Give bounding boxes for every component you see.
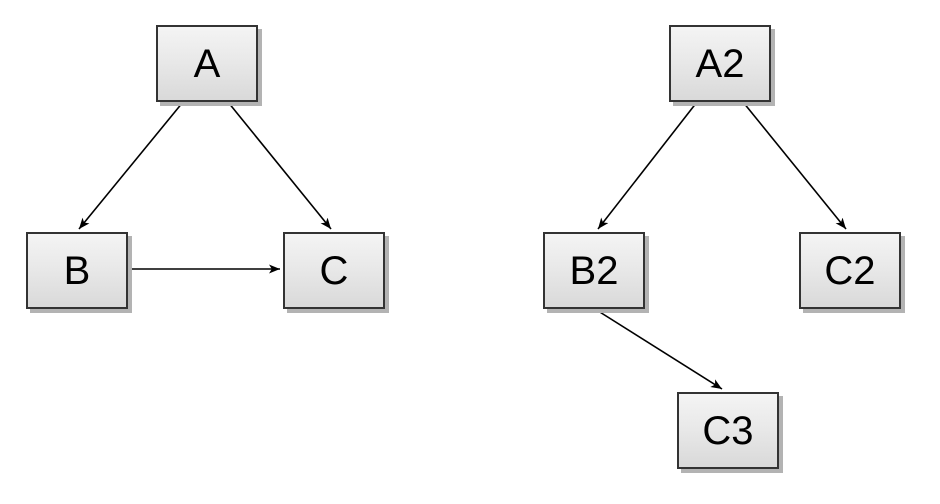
node-b[interactable]: B — [26, 232, 128, 309]
node-b2-label: B2 — [569, 248, 619, 293]
edge-a-to-b[interactable] — [78, 101, 184, 230]
edge-a2-to-c2[interactable] — [742, 101, 847, 230]
node-a2[interactable]: A2 — [669, 25, 771, 102]
node-c-label: C — [319, 248, 349, 293]
node-b-label: B — [63, 248, 91, 293]
edge-b2-to-c3[interactable] — [594, 308, 723, 390]
node-a2-label: A2 — [695, 41, 745, 86]
edge-a-to-c[interactable] — [227, 101, 332, 230]
node-c[interactable]: C — [283, 232, 385, 309]
node-c3-label: C3 — [702, 408, 754, 453]
node-a[interactable]: A — [156, 25, 258, 102]
node-c2[interactable]: C2 — [799, 232, 901, 309]
node-c3[interactable]: C3 — [677, 392, 779, 469]
node-c2-label: C2 — [824, 248, 876, 293]
edge-a2-to-b2[interactable] — [597, 101, 698, 230]
node-a-label: A — [193, 41, 221, 86]
node-b2[interactable]: B2 — [543, 232, 645, 309]
